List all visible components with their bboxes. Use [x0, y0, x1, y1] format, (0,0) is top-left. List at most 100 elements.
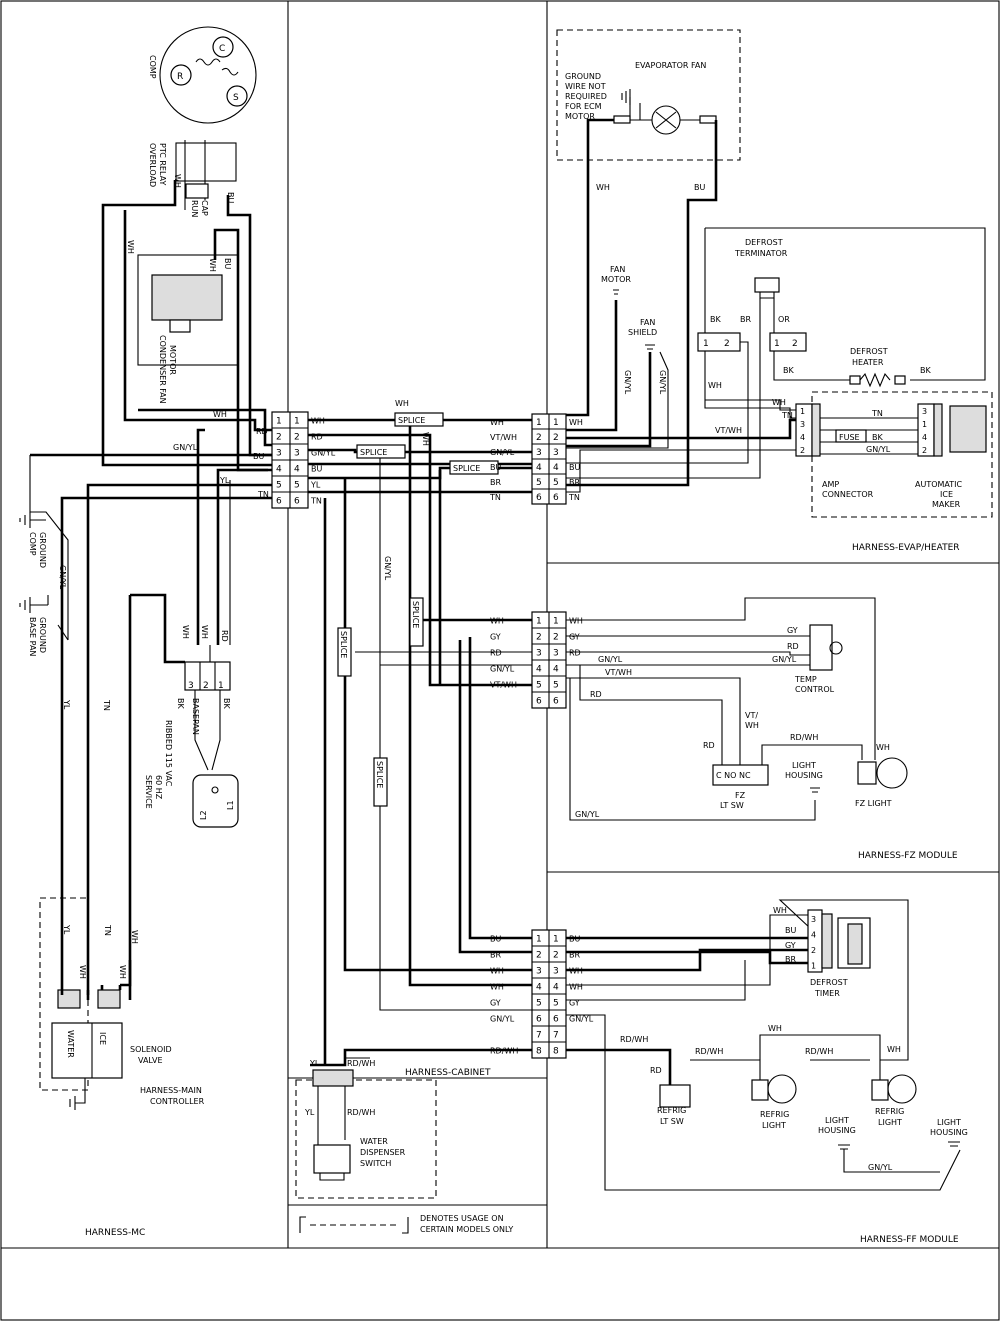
c4-pin-b-4: 4 — [553, 983, 559, 993]
c4-pin-b-7: 7 — [553, 1031, 559, 1041]
c2-pin-b-3: 3 — [553, 448, 559, 458]
ff-wire-gnyl: GN/YL — [868, 1163, 893, 1172]
amp-in-wh: WH — [772, 398, 786, 407]
ground-note-4: FOR ECM — [565, 102, 602, 111]
condenser-fan-motor: CONDENSER FAN MOTOR WH BU — [137, 254, 239, 404]
c4-left-label-3: WH — [490, 967, 504, 976]
basepan-plug: 3 2 1 L2 L1 BASEPAN RIBBED 115 VAC 60 HZ… — [128, 593, 239, 1000]
refrig-light-1-label-2: LIGHT — [762, 1121, 786, 1130]
c4-right-label-5: GY — [569, 999, 580, 1008]
fan-wire-gnyl-2: GN/YL — [658, 370, 667, 395]
c4-pin-a-6: 6 — [536, 1015, 542, 1025]
refrig-light-2-label-1: REFRIG — [875, 1107, 904, 1116]
solenoid-label-2: VALVE — [138, 1056, 163, 1065]
c3-pin-a-1: 1 — [536, 617, 542, 627]
c2-pin-a-4: 4 — [536, 463, 542, 473]
c3-pin-a-6: 6 — [536, 697, 542, 707]
ff-wire-rdwh-2: RD/WH — [695, 1047, 723, 1056]
fz-lt-sw-label-1: FZ — [735, 791, 746, 800]
run-cap-label-2: CAP — [200, 200, 209, 216]
c3-right-label-3: RD — [569, 649, 581, 658]
refrig-lt-sw-label-1: REFRIG — [657, 1106, 686, 1115]
fan-motor-label-1: FAN — [610, 265, 625, 274]
splice-4-label: SPLICE — [411, 601, 420, 628]
c2-left-label-2: VT/WH — [490, 433, 517, 442]
ff-wire-wh-mid: WH — [768, 1024, 782, 1033]
fz-switch-terms: C NO NC — [716, 771, 751, 780]
harness-evap-heater-label: HARNESS-EVAP/HEATER — [852, 543, 960, 553]
fz-wire-gnyl: GN/YL — [598, 655, 623, 664]
icemaker-pin-4: 2 — [922, 446, 927, 455]
c4-left-label-6: GN/YL — [490, 1015, 515, 1024]
c3-left-label-3: RD — [490, 649, 502, 658]
c4-right-label-2: BR — [569, 951, 580, 960]
ff-wire-rdwh: RD/WH — [620, 1035, 648, 1044]
c3-pin-b-6: 6 — [553, 697, 559, 707]
amp-in-vtwh: VT/WH — [715, 426, 742, 435]
c1-pin-a-2: 2 — [276, 433, 282, 443]
l1-label: L1 — [226, 800, 235, 810]
c2-left-label-4: BU — [490, 463, 501, 472]
defrost-plug-2-pin-1: 1 — [774, 339, 780, 349]
c4-left-label-4: WH — [490, 983, 504, 992]
wds-wire-rdwh-2: RD/WH — [347, 1108, 375, 1117]
amp-wire-tn: TN — [871, 409, 883, 418]
refrig-lt-sw-label-2: LT SW — [660, 1117, 684, 1126]
fz-module-wires: TEMP CONTROL GY RD GN/YL GN/YL VT/WH RD … — [566, 597, 908, 821]
ff-wire-bu: BU — [785, 926, 796, 935]
fz-lt-sw-label-2: LT SW — [720, 801, 744, 810]
solenoid-valve: WATER ICE SOLENOID VALVE YL TN WH WH — [39, 897, 172, 1110]
comp-terminal-s: S — [233, 93, 239, 103]
c4-left-label-5: GY — [490, 999, 501, 1008]
splice-1-label: SPLICE — [398, 416, 425, 425]
wds-wire-yl-2: YL — [304, 1108, 315, 1117]
fz-light-housing-2: HOUSING — [785, 771, 823, 780]
wire-bk-basepan-r: BK — [222, 698, 231, 709]
wire-bu-cfm: BU — [223, 258, 232, 269]
c3-pin-a-4: 4 — [536, 665, 542, 675]
splice-5-label: SPLICE — [339, 631, 348, 658]
c1-pin-b-2: 2 — [294, 433, 300, 443]
icemaker-pin-2: 1 — [922, 420, 927, 429]
ice-label: ICE — [98, 1032, 107, 1045]
c3-pin-b-5: 5 — [553, 681, 559, 691]
ground-note-5: MOTOR — [565, 112, 595, 121]
ff-wire-rdwh-3: RD/WH — [805, 1047, 833, 1056]
compressor: R C S COMP — [148, 26, 257, 124]
harness-mc-wires: RD GN/YL BU YL TN WH WH GN/YL YL TN — [29, 180, 280, 1000]
splice-3-label: SPLICE — [453, 464, 480, 473]
icemaker-label-2: ICE — [940, 490, 953, 499]
c4-pin-a-5: 5 — [536, 999, 542, 1009]
comp-ground-label-1: COMP — [28, 532, 37, 556]
defrost-heater-label-1: DEFROST — [850, 347, 888, 356]
timer-pin-2: 4 — [811, 931, 816, 940]
c3-pin-a-5: 5 — [536, 681, 542, 691]
c2-pin-a-5: 5 — [536, 478, 542, 488]
c4-pin-a-7: 7 — [536, 1031, 542, 1041]
fz-wire-wh-light: WH — [876, 743, 890, 752]
defrost-plug-1-pin-2: 2 — [724, 339, 730, 349]
legend-text-2: CERTAIN MODELS ONLY — [420, 1225, 513, 1234]
c1-pin-b-5: 5 — [294, 481, 300, 491]
harness-labels: HARNESS-MC HARNESS-CABINET HARNESS-EVAP/… — [85, 543, 960, 1245]
wire-wh-sol-l: WH — [78, 965, 87, 979]
c1-pin-b-6: 6 — [294, 497, 300, 507]
wire-wh-basepan-r: WH — [200, 625, 209, 639]
overload-label-1: OVERLOAD — [148, 143, 157, 187]
ff-module-wires: WH BU GY BR RD/WH RD/WH RD/WH WH WH RD G… — [566, 899, 968, 1191]
icemaker-pin-1: 3 — [922, 407, 927, 416]
ff-wire-gy: GY — [785, 941, 796, 950]
c4-pin-b-6: 6 — [553, 1015, 559, 1025]
c3-pin-b-2: 2 — [553, 633, 559, 643]
defrost-timer-label-2: TIMER — [814, 989, 840, 998]
cab-wire-gnyl: GN/YL — [383, 556, 392, 581]
fz-wire-gnyl-r: GN/YL — [772, 655, 797, 664]
cab-wire-wh: WH — [395, 399, 409, 408]
icemaker-label-3: MAKER — [932, 500, 961, 509]
c3-pin-b-3: 3 — [553, 649, 559, 659]
basepan-pin-2: 2 — [203, 681, 209, 691]
c2-right-label-4: BU — [569, 463, 580, 472]
